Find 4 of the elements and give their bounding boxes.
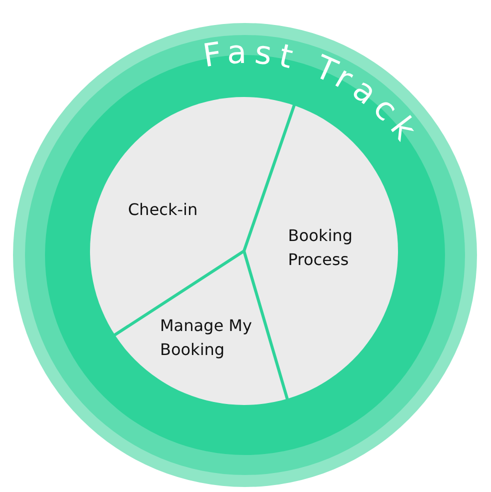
sector-label: Check-in: [128, 198, 208, 222]
sector-label: Manage My Booking: [160, 314, 255, 362]
sector-label: Booking Process: [288, 224, 368, 272]
ring-band: [13, 23, 477, 487]
